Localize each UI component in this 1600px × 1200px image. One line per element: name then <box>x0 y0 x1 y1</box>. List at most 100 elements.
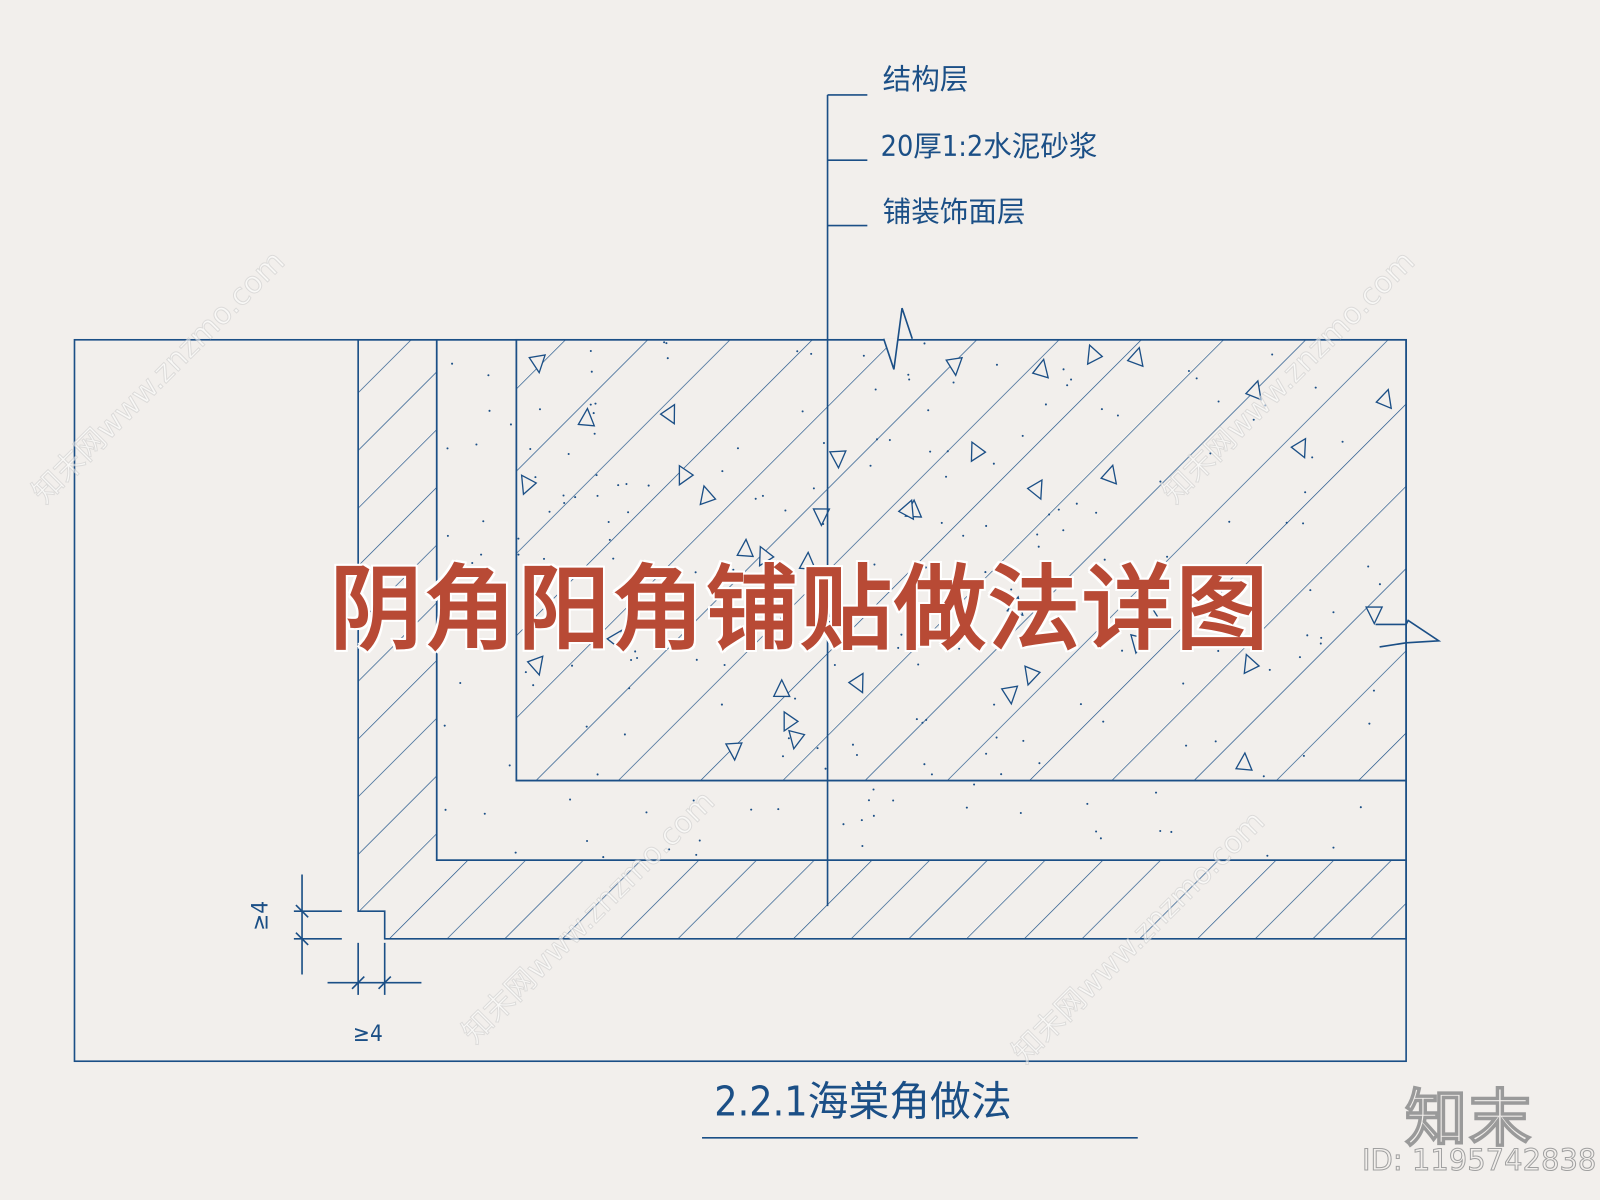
texture-dot <box>1302 522 1305 525</box>
aggregate-triangle <box>736 537 755 558</box>
texture-dot <box>1000 773 1003 776</box>
texture-dot <box>900 633 903 636</box>
texture-dot <box>973 783 976 786</box>
texture-dot <box>508 764 511 767</box>
texture-dot <box>1367 565 1370 568</box>
texture-dot <box>538 408 541 411</box>
texture-dot <box>443 724 446 727</box>
texture-dot <box>1341 440 1344 443</box>
texture-dot <box>1079 703 1082 706</box>
leader-label-mortar: 20厚1:2水泥砂浆 <box>881 129 1098 163</box>
texture-dot <box>985 752 988 755</box>
texture-dot <box>585 725 588 728</box>
texture-dot <box>860 819 863 822</box>
texture-dot <box>1022 739 1025 742</box>
texture-dot <box>475 443 478 446</box>
texture-dot <box>542 557 546 560</box>
texture-dot <box>897 646 900 649</box>
texture-dot <box>824 767 827 770</box>
texture-dot <box>1070 378 1073 381</box>
aggregate-triangle <box>828 450 847 470</box>
texture-dot <box>1217 649 1220 652</box>
texture-dot <box>625 483 628 486</box>
texture-dot <box>1372 689 1375 692</box>
texture-dot <box>1264 404 1267 407</box>
texture-dot <box>945 475 948 478</box>
texture-dot <box>1121 649 1124 652</box>
texture-dot <box>867 799 870 802</box>
texture-dot <box>482 520 485 523</box>
aggregate-triangle <box>1026 478 1043 501</box>
dimension-horizontal <box>327 942 422 995</box>
texture-dot <box>1062 368 1065 371</box>
texture-dot <box>1086 802 1089 805</box>
aggregate-triangle <box>897 498 915 521</box>
texture-dot <box>1266 854 1269 857</box>
texture-dot <box>1095 511 1098 514</box>
texture-dot <box>1332 611 1335 614</box>
texture-dot <box>781 755 785 758</box>
aggregate-triangle <box>772 678 791 698</box>
texture-dot <box>602 856 605 859</box>
texture-dot <box>636 656 639 660</box>
texture-dot <box>1208 643 1211 646</box>
texture-dot <box>1268 668 1271 671</box>
texture-dot <box>801 410 804 413</box>
texture-dot <box>946 450 949 453</box>
aggregate-triangle <box>1129 633 1148 655</box>
texture-dot <box>665 342 668 345</box>
aggregate-triangle <box>606 629 623 651</box>
texture-dot <box>927 409 930 412</box>
texture-dot <box>855 753 858 757</box>
texture-dot <box>842 823 845 826</box>
texture-dot <box>812 487 815 490</box>
aggregate-triangle <box>1000 685 1019 706</box>
texture-dot <box>777 808 780 811</box>
texture-dot <box>1304 491 1307 494</box>
texture-dot <box>762 596 765 599</box>
texture-dot <box>1103 558 1106 561</box>
texture-dot <box>517 553 520 556</box>
aggregate-triangle <box>659 403 676 425</box>
texture-dot <box>1170 830 1173 833</box>
texture-dot <box>930 773 933 776</box>
texture-dot <box>952 381 955 384</box>
aggregate-triangle <box>520 474 538 496</box>
texture-dot <box>917 663 920 666</box>
aggregate-triangle <box>798 550 817 571</box>
texture-dot <box>1159 829 1162 833</box>
texture-dot <box>907 373 910 376</box>
caption: 2.2.1海棠角做法 <box>714 1077 1011 1125</box>
texture-dot <box>1185 744 1188 747</box>
texture-dot <box>923 763 926 766</box>
aggregate-triangle <box>783 710 800 733</box>
aggregate-triangle <box>812 508 831 527</box>
aggregate-triangle <box>788 729 806 751</box>
texture-dot <box>692 799 695 802</box>
aggregate-triangle <box>1006 595 1024 617</box>
texture-dot <box>1066 384 1069 387</box>
texture-dot <box>873 563 876 566</box>
texture-dot <box>1057 508 1060 511</box>
texture-dot <box>1195 377 1198 380</box>
texture-dot <box>723 663 726 667</box>
texture-dot <box>695 853 698 856</box>
texture-dot <box>1036 629 1039 632</box>
aggregate-triangle <box>970 440 987 463</box>
texture-dot <box>892 799 895 802</box>
texture-dot <box>810 352 813 355</box>
texture-dot <box>451 362 454 365</box>
texture-dot <box>1044 403 1047 406</box>
texture-dot <box>921 721 924 724</box>
texture-dot <box>784 509 787 512</box>
texture-dot <box>1019 811 1022 815</box>
texture-dot <box>607 520 610 524</box>
texture-dot <box>995 363 998 366</box>
texture-dot <box>608 538 611 541</box>
texture-dot <box>543 603 546 606</box>
texture-dot <box>1309 589 1312 592</box>
texture-dot <box>1311 456 1314 459</box>
texture-dot <box>984 571 987 574</box>
banner-title: 阴角阳角铺贴做法详图 <box>328 555 1270 665</box>
break-symbol-right <box>1375 619 1442 648</box>
